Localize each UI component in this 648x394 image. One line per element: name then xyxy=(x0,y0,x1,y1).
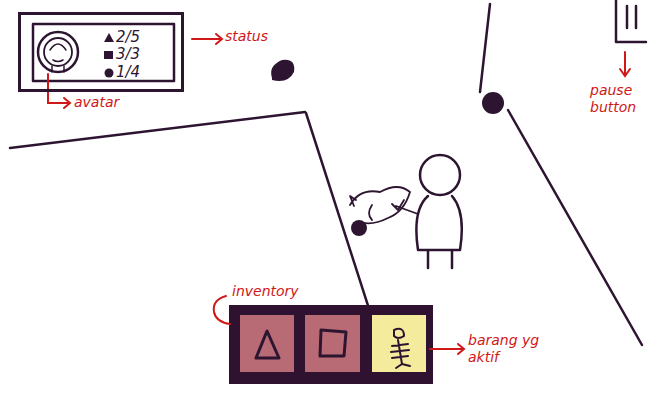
panel-inner-frame xyxy=(33,24,174,81)
pause-button xyxy=(616,0,646,42)
rock xyxy=(271,60,294,81)
inventory-bar xyxy=(229,305,433,384)
callout-label: barang yg aktif xyxy=(468,332,548,366)
callout-label: status xyxy=(225,28,315,45)
stat-icon xyxy=(104,51,113,59)
wall-line xyxy=(508,110,642,345)
active-inventory-slot xyxy=(372,315,426,372)
cat-creature xyxy=(350,187,410,223)
leader-line xyxy=(214,296,230,324)
player-body xyxy=(416,196,461,268)
square-item xyxy=(320,330,346,356)
fishbone-item xyxy=(391,329,410,368)
avatar-ring xyxy=(38,32,78,72)
leader-arrow xyxy=(430,344,464,354)
avatar-detail xyxy=(50,44,66,72)
callout-label: pause button xyxy=(590,82,648,116)
player-head xyxy=(420,155,460,195)
cat-paw-ball xyxy=(351,220,367,236)
leader-arrow xyxy=(620,52,630,76)
stat-icons xyxy=(104,33,114,78)
inventory-slot xyxy=(305,315,360,372)
stat-icon xyxy=(105,69,114,78)
wall-line xyxy=(480,4,490,92)
wall-line xyxy=(10,112,305,148)
stat-icon xyxy=(104,33,114,42)
callout-label: avatar xyxy=(74,94,164,111)
stat-value: 3/3 xyxy=(116,46,140,62)
triangle-item xyxy=(256,331,279,358)
inventory-slot xyxy=(240,315,294,372)
callout-label: inventory xyxy=(232,283,342,300)
stat-value: 1/4 xyxy=(116,64,140,80)
stat-value: 2/5 xyxy=(116,29,140,45)
wall-line xyxy=(306,113,372,318)
leader-arrow xyxy=(192,34,222,44)
status-panel: 2/53/3 1/4 xyxy=(18,12,184,92)
ball xyxy=(482,92,504,114)
